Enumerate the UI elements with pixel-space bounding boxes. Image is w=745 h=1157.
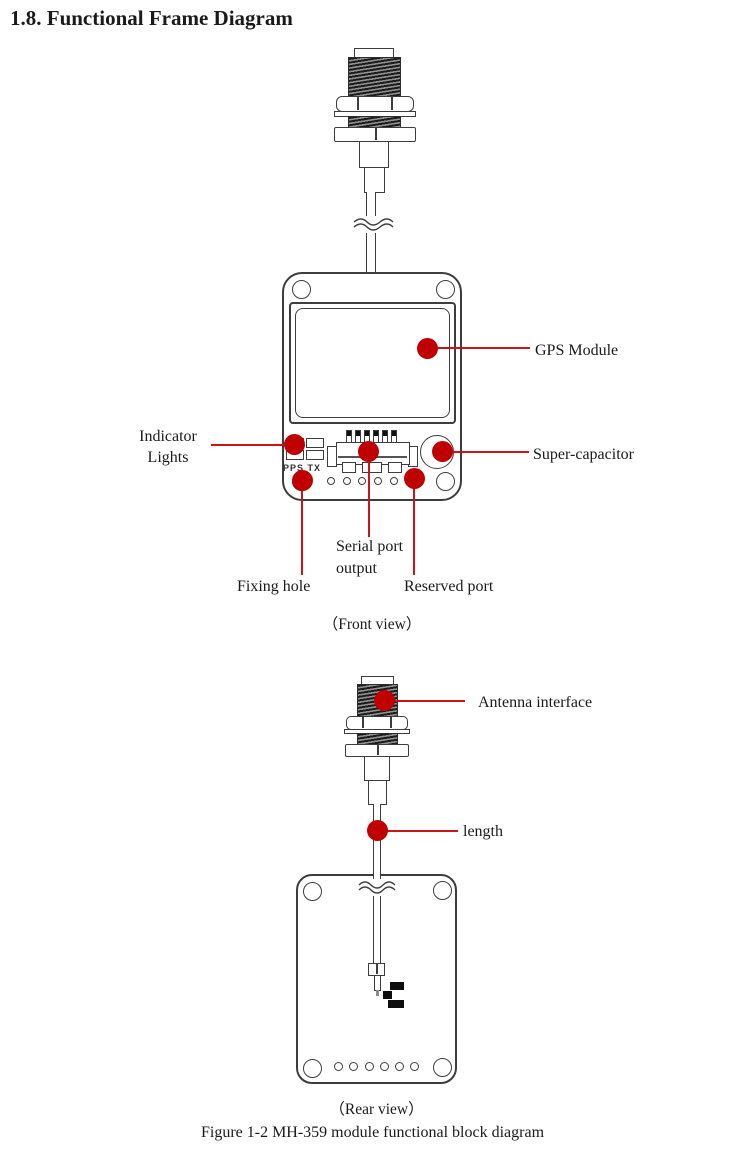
callout-dot-supercap [432,441,453,462]
callout-line-gps [437,347,530,349]
connector-tab [342,462,356,473]
corner-hole [436,280,455,299]
callout-dot-length [367,820,388,841]
cable-break-icon [357,879,397,896]
solder-hole [358,477,366,485]
label-serial-port-output: Serial port output [336,536,403,580]
indicator-led [306,438,324,448]
callout-dot-fixing [292,470,313,491]
front-antenna-base-nut [334,127,416,142]
hex-facet-line [391,97,393,110]
hex-facet-line [375,128,377,140]
label-serial-line2: output [336,560,377,577]
pps-tx-silkscreen: PPS TX [283,463,322,473]
front-view-caption: （Front view） [322,616,422,633]
hex-facet-line [357,97,359,110]
callout-line-length [386,830,458,832]
callout-line-reserved [413,488,415,575]
callout-dot-indicator [284,434,305,455]
solder-hole [374,477,382,485]
connector-tab [362,462,382,473]
indicator-led [306,450,324,460]
rear-antenna-hex-nut [346,716,408,730]
front-antenna-hex-nut [336,96,414,112]
solder-pad [383,991,392,999]
corner-hole [433,1058,452,1077]
hex-facet-line [377,745,379,755]
label-reserved-port: Reserved port [404,578,494,595]
label-antenna-interface: Antenna interface [478,694,593,711]
corner-hole [303,1059,322,1078]
connector-divider-line [376,964,378,974]
solder-hole [343,477,351,485]
label-serial-line1: Serial port [336,538,404,555]
hex-facet-line [390,717,392,728]
callout-dot-antenna [374,690,395,711]
callout-dot-gps [417,338,438,359]
callout-dot-serial [358,441,379,462]
label-indicator-line2: Lights [147,449,189,466]
corner-hole [292,280,311,299]
solder-hole [334,1062,343,1071]
label-indicator-line1: Indicator [139,428,197,445]
callout-dot-reserved [404,468,425,489]
callout-line-indicator [211,444,289,446]
front-antenna-threads-upper [348,57,401,97]
hex-facet-line [362,717,364,728]
solder-pad [390,982,404,990]
connector-tab [388,462,402,473]
rear-view-caption: （Rear view） [329,1101,424,1118]
callout-line-antenna [393,700,465,702]
label-gps-module: GPS Module [535,342,619,359]
rear-antenna-neck [368,780,387,805]
cable-break-icon [352,216,396,233]
corner-hole [436,472,455,491]
solder-hole [349,1062,358,1071]
rear-connector-pin-tip [376,990,379,996]
solder-hole [410,1062,419,1071]
solder-hole [380,1062,389,1071]
solder-hole [365,1062,374,1071]
corner-hole [433,881,452,900]
rear-connector-pin [374,975,381,991]
label-super-capacitor: Super-capacitor [533,446,634,463]
front-antenna-body [359,141,389,168]
callout-line-fixing [301,489,303,575]
solder-hole [395,1062,404,1071]
callout-line-serial [368,461,370,537]
solder-pad [388,1000,404,1008]
label-fixing-hole: Fixing hole [237,578,311,595]
figure-caption: Figure 1-2 MH-359 module functional bloc… [200,1124,545,1141]
front-antenna-neck [364,167,385,193]
solder-hole [390,477,398,485]
solder-hole [327,477,335,485]
callout-line-supercap [451,451,529,453]
label-indicator-lights: Indicator Lights [128,426,208,468]
section-title: 1.8. Functional Frame Diagram [10,6,293,30]
label-length: length [463,823,503,840]
gps-shield-inner [295,308,450,418]
rear-antenna-body [364,756,390,781]
corner-hole [303,882,322,901]
